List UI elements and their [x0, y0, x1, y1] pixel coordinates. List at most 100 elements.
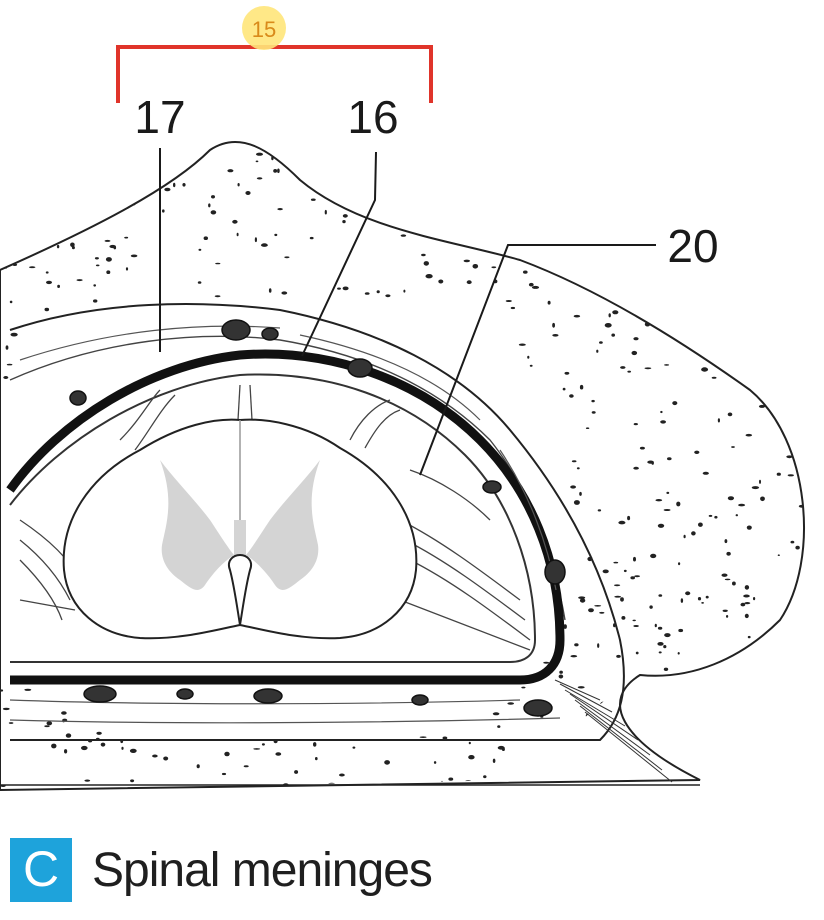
bone-dot	[585, 427, 590, 430]
bone-dot	[737, 313, 740, 316]
bone-dot	[744, 613, 749, 619]
bone-dot	[211, 195, 215, 199]
bone-dot	[690, 768, 695, 772]
ligament-fibers	[554, 679, 673, 783]
bone-dot	[45, 143, 52, 149]
bone-dot	[759, 479, 761, 484]
bone-dot	[342, 145, 348, 150]
bone-dot	[173, 161, 179, 164]
bone-dot	[571, 460, 577, 463]
bone-dot	[657, 642, 664, 646]
bone-dot	[497, 745, 505, 750]
bone-dot	[735, 514, 738, 517]
bone-dot	[627, 515, 631, 521]
bone-dot	[639, 311, 642, 315]
bone-dot	[463, 259, 470, 263]
bone-dot	[796, 728, 800, 731]
bone-dot	[809, 358, 816, 361]
bone-dot	[767, 642, 772, 646]
bone-dot	[130, 146, 137, 150]
bone-dot	[69, 175, 75, 178]
bone-dot	[2, 707, 10, 711]
bone-dot	[93, 284, 96, 287]
bone-dot	[788, 435, 797, 438]
bone-dot	[433, 798, 437, 802]
bone-dot	[237, 183, 240, 187]
bone-dot	[569, 394, 574, 398]
bone-dot	[635, 651, 639, 655]
bone-dot	[517, 235, 525, 239]
bone-dot	[512, 196, 517, 198]
bone-dot	[664, 633, 671, 638]
bone-dot	[685, 169, 692, 173]
bone-dot	[590, 176, 598, 179]
bone-dot	[799, 584, 804, 588]
bone-dot	[767, 138, 774, 142]
bone-dot	[813, 657, 817, 662]
bone-dot	[660, 410, 663, 414]
bone-dot	[65, 233, 69, 237]
bone-dot	[223, 790, 227, 795]
bone-dot	[294, 770, 299, 774]
bone-dot	[661, 269, 667, 273]
bone-dot	[689, 674, 695, 680]
bone-dot	[803, 788, 804, 790]
bone-dot	[756, 770, 759, 774]
bone-dot	[821, 284, 824, 287]
bone-dot	[70, 242, 75, 248]
bone-dot	[130, 779, 135, 783]
bone-dot	[523, 270, 528, 274]
bone-dot	[0, 689, 4, 692]
figure-caption: C Spinal meninges	[10, 838, 433, 902]
bone-dot	[644, 367, 652, 370]
bone-dot	[12, 263, 18, 266]
bone-dot	[419, 736, 427, 738]
bone-dot	[337, 287, 341, 290]
bone-dot	[705, 595, 709, 599]
bone-dot	[554, 201, 561, 204]
bone-dot	[403, 289, 406, 293]
bone-dot	[678, 628, 684, 633]
bone-dot	[134, 174, 139, 179]
bone-dot	[812, 148, 816, 153]
bone-dot	[528, 282, 534, 287]
bone-dot	[704, 328, 708, 334]
bone-dot	[655, 741, 662, 746]
bone-dot	[418, 796, 422, 800]
bone-dot	[313, 742, 317, 747]
bone-dot	[261, 243, 268, 247]
bone-dot	[658, 176, 664, 179]
bone-dot	[737, 700, 743, 703]
bone-dot	[740, 602, 746, 607]
bone-dot	[400, 234, 407, 237]
bone-dot	[685, 591, 691, 596]
bone-dot	[767, 141, 772, 143]
bone-dot	[342, 286, 349, 291]
bone-dot	[633, 423, 638, 426]
subarachnoid-trabeculae	[19, 384, 531, 651]
bone-dot	[65, 733, 72, 738]
bone-dot	[483, 775, 487, 779]
bone-dot	[72, 792, 76, 796]
bone-dot	[570, 655, 578, 658]
bone-dot	[487, 209, 495, 212]
bone-dot	[784, 719, 789, 721]
bone-dot	[727, 170, 733, 173]
bone-dot	[505, 220, 509, 226]
bone-dot	[650, 318, 658, 321]
bone-dot	[809, 568, 814, 572]
bone-dot	[777, 554, 780, 556]
bone-dot	[678, 787, 681, 790]
bone-dot	[724, 342, 727, 345]
bone-dot	[604, 323, 612, 328]
bone-dot	[773, 322, 777, 328]
bone-dot	[549, 141, 553, 144]
bone-dot	[527, 355, 530, 359]
bone-dot	[754, 157, 758, 161]
bone-dot	[786, 455, 793, 459]
bone-dot	[731, 446, 735, 448]
bone-dot	[578, 596, 586, 599]
bone-dot	[44, 307, 50, 312]
bone-dot	[227, 169, 234, 173]
bone-dot	[658, 594, 663, 597]
